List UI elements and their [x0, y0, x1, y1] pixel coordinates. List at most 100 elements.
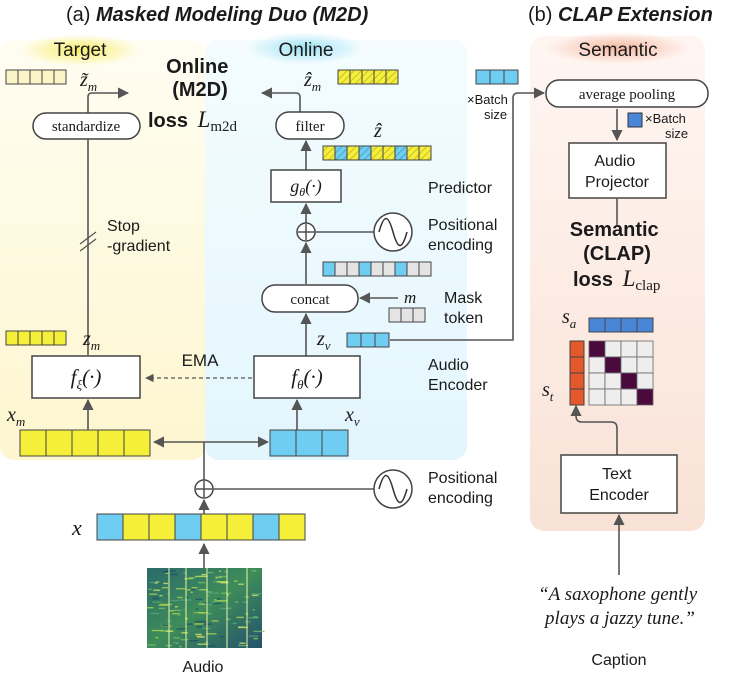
token-cell [252, 513, 280, 541]
stop-gradient-mark-2 [79, 238, 97, 252]
matrix-cell [636, 372, 654, 390]
token-strip-x-m [19, 429, 151, 457]
token-cell [5, 330, 19, 346]
online-pill: Online [279, 40, 334, 61]
spectrogram-image [147, 568, 265, 648]
token-cell [406, 145, 420, 161]
token-cell [406, 261, 420, 277]
token-strip-z-m-hat [337, 69, 399, 85]
z-v-label: zv [316, 328, 331, 353]
semantic-pill: Semantic [578, 40, 657, 61]
s-t-label: st [542, 379, 554, 404]
token-cell [361, 69, 375, 85]
sine-icon [373, 212, 413, 252]
batch-size-label-2: ×Batch size [645, 111, 689, 141]
token-cell [346, 332, 362, 348]
token-strip-z-m-tilde [5, 69, 67, 85]
matrix-cell [620, 388, 638, 406]
token-cell [71, 429, 99, 457]
target-pill: Target [54, 40, 108, 61]
token-strip-mask-row [322, 261, 432, 277]
token-cell [569, 372, 585, 390]
token-cell [346, 261, 360, 277]
token-cell [17, 330, 31, 346]
token-cell [346, 145, 360, 161]
token-cell [370, 145, 384, 161]
token-strip-x-v [269, 429, 349, 457]
token-cell [418, 261, 432, 277]
s-a-label: sa [562, 306, 577, 331]
token-cell [489, 69, 505, 85]
section-b-prefix: (b) [528, 4, 558, 26]
token-cell [636, 317, 654, 333]
token-cell [360, 332, 376, 348]
token-cell [418, 145, 432, 161]
clap-loss-label: Semantic (CLAP) [570, 219, 665, 265]
concat-label: concat [290, 292, 330, 308]
target-panel [0, 40, 205, 460]
token-cell [382, 145, 396, 161]
text-encoder-box [560, 454, 678, 514]
token-cell [620, 317, 638, 333]
matrix-cell [604, 388, 622, 406]
arrow-zv-to-pooling [390, 87, 546, 341]
token-cell [278, 513, 306, 541]
token-cell [97, 429, 125, 457]
token-cell [569, 356, 585, 374]
token-cell [122, 513, 150, 541]
matrix-cell [604, 372, 622, 390]
positional-encoding-bottom: Positional encoding [428, 470, 502, 507]
stop-gradient-mark-1 [79, 231, 97, 245]
token-cell [53, 330, 67, 346]
token-cell [334, 145, 348, 161]
matrix-cell [636, 340, 654, 358]
matrix-cell [588, 356, 606, 374]
token-cell [322, 145, 336, 161]
token-strip-z-hat [322, 145, 432, 161]
token-cell [53, 69, 67, 85]
section-a-name: Masked Modeling Duo (M2D) [96, 4, 369, 26]
token-cell [382, 261, 396, 277]
f-xi-label: fξ(·) [71, 365, 102, 392]
standardize-label: standardize [52, 119, 121, 135]
stop-gradient-label: Stop -gradient [107, 218, 171, 255]
token-cell [148, 513, 176, 541]
token-cell [503, 69, 519, 85]
matrix-cell [588, 388, 606, 406]
predictor-label: Predictor [428, 180, 493, 197]
average-pooling-label: average pooling [579, 87, 676, 103]
token-cell [321, 429, 349, 457]
arrow-standardize-to-ztilde [87, 87, 130, 113]
section-a-prefix: (a) [66, 4, 96, 26]
f-theta-label: fθ(·) [291, 365, 322, 392]
token-cell [269, 429, 297, 457]
matrix-cell [604, 340, 622, 358]
matrix-cell [620, 372, 638, 390]
z-m-label: zm [82, 328, 100, 353]
online-encoder-box [253, 355, 361, 399]
online-loss-label: Online (M2D) [166, 56, 234, 101]
online-pill-glow [247, 32, 363, 64]
target-encoder-box [31, 355, 141, 399]
x-m-label: xm [6, 404, 25, 429]
matrix-cell [604, 356, 622, 374]
average-pooling-box [545, 79, 709, 108]
positional-encoding-top: Positional encoding [428, 217, 502, 254]
similarity-matrix [588, 340, 654, 406]
token-cell [41, 330, 55, 346]
token-strip-z-v [346, 332, 390, 348]
z-m-hat-label: ẑm [303, 69, 321, 94]
ema-label: EMA [182, 351, 220, 370]
token-cell [388, 307, 402, 323]
matrix-cell [636, 388, 654, 406]
token-strip-pool-in [475, 69, 519, 85]
token-cell [174, 513, 202, 541]
token-strip-x [96, 513, 306, 541]
online-loss-formula: loss Lm2d [148, 107, 238, 135]
g-theta-label: gθ(·) [290, 176, 321, 199]
token-cell [370, 261, 384, 277]
token-cell [334, 261, 348, 277]
token-strip-s-a [588, 317, 654, 333]
